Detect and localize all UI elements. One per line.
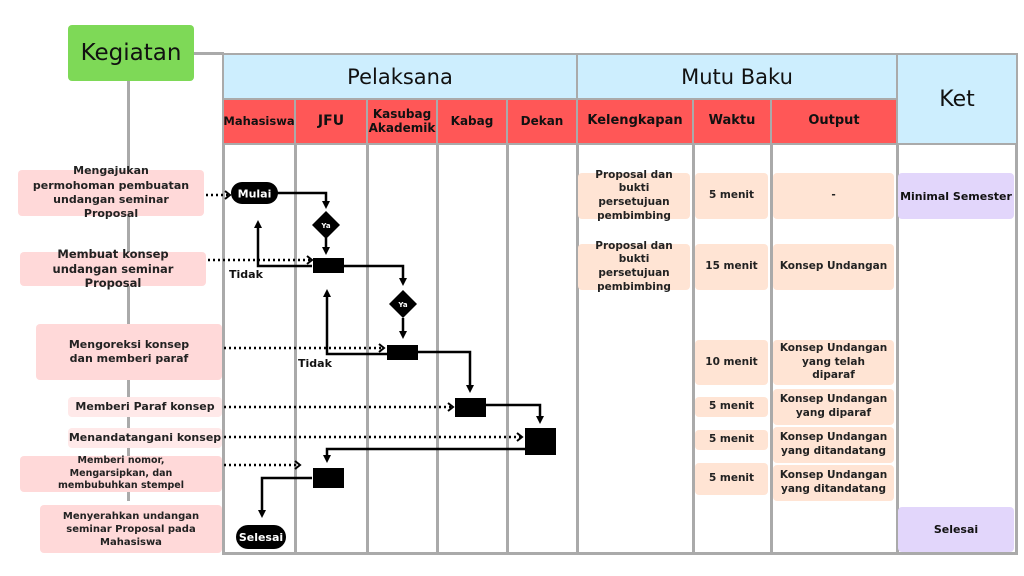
output-3: Konsep Undangan yang telah diparaf	[773, 340, 894, 385]
lane-divider	[294, 145, 297, 555]
start-terminator	[231, 182, 278, 204]
flow-line	[323, 447, 525, 463]
kelengkapan-1: Proposal dan bukti persetujuan pembimbin…	[578, 169, 690, 222]
process-kasubag-koreksi	[387, 345, 418, 360]
output-2: Konsep Undangan	[773, 244, 894, 290]
tidak-label-2: Tidak	[298, 357, 333, 370]
waktu-4: 5 menit	[695, 397, 768, 417]
col-jfu: JFU	[294, 98, 368, 145]
waktu-6: 5 menit	[695, 463, 768, 495]
header-mutu-baku: Mutu Baku	[576, 53, 898, 100]
process-jfu-konsep	[313, 258, 344, 273]
decision-1	[312, 211, 340, 239]
lane-divider	[692, 145, 695, 555]
flow-line	[276, 191, 330, 209]
flow-line	[258, 476, 312, 518]
decision-2	[389, 290, 417, 318]
output-6: Konsep Undangan yang ditandatang	[773, 465, 894, 501]
activity-5: Menandatangani konsep	[68, 428, 222, 448]
decision-2-label: Ya	[397, 301, 407, 309]
process-kabag-paraf	[455, 398, 486, 417]
lane-divider	[436, 145, 439, 555]
header-pelaksana: Pelaksana	[222, 53, 578, 100]
waktu-3: 10 menit	[695, 340, 768, 385]
activity-4: Memberi Paraf konsep	[68, 397, 222, 417]
lane-divider	[506, 145, 509, 555]
waktu-1: 5 menit	[695, 173, 768, 219]
flow-line-tidak	[254, 220, 312, 268]
lane-divider	[896, 145, 899, 555]
activity-7: Menyerahkan undangan seminar Proposal pa…	[40, 505, 222, 553]
lane-divider	[770, 145, 773, 555]
kegiatan-connector	[194, 52, 224, 55]
activity-6: Memberi nomor, Mengarsipkan, dan membubu…	[20, 455, 222, 492]
col-output: Output	[770, 98, 898, 145]
flow-line	[418, 350, 474, 393]
waktu-2: 15 menit	[695, 244, 768, 290]
header-ket: Ket	[896, 53, 1018, 145]
col-waktu: Waktu	[692, 98, 772, 145]
ket-2: Selesai	[898, 507, 1014, 552]
lane-divider	[576, 145, 579, 555]
col-kasubag-akademik: Kasubag Akademik	[366, 98, 438, 145]
kelengkapan-2: Proposal dan bukti persetujuan pembimbin…	[578, 240, 690, 293]
tidak-label-1: Tidak	[229, 268, 264, 281]
output-5: Konsep Undangan yang ditandatang	[773, 427, 894, 463]
kegiatan-title: Kegiatan	[68, 25, 194, 81]
flow-line-tidak	[323, 289, 387, 356]
process-jfu-arsip	[313, 468, 344, 488]
output-1: -	[773, 173, 894, 219]
ket-1: Minimal Semester	[898, 173, 1014, 219]
end-terminator	[236, 525, 286, 549]
start-label: Mulai	[238, 188, 272, 201]
kegiatan-spine	[127, 81, 130, 501]
decision-1-label: Ya	[320, 222, 330, 230]
activity-3: Mengoreksi konsep dan memberi paraf	[36, 324, 222, 380]
flow-line	[486, 403, 544, 424]
process-dekan-tandatangan	[525, 428, 556, 455]
end-label: Selesai	[239, 531, 283, 544]
col-dekan: Dekan	[506, 98, 578, 145]
flow-line	[344, 264, 407, 286]
lane-divider	[366, 145, 369, 555]
waktu-5: 5 menit	[695, 430, 768, 450]
output-4: Konsep Undangan yang diparaf	[773, 389, 894, 425]
